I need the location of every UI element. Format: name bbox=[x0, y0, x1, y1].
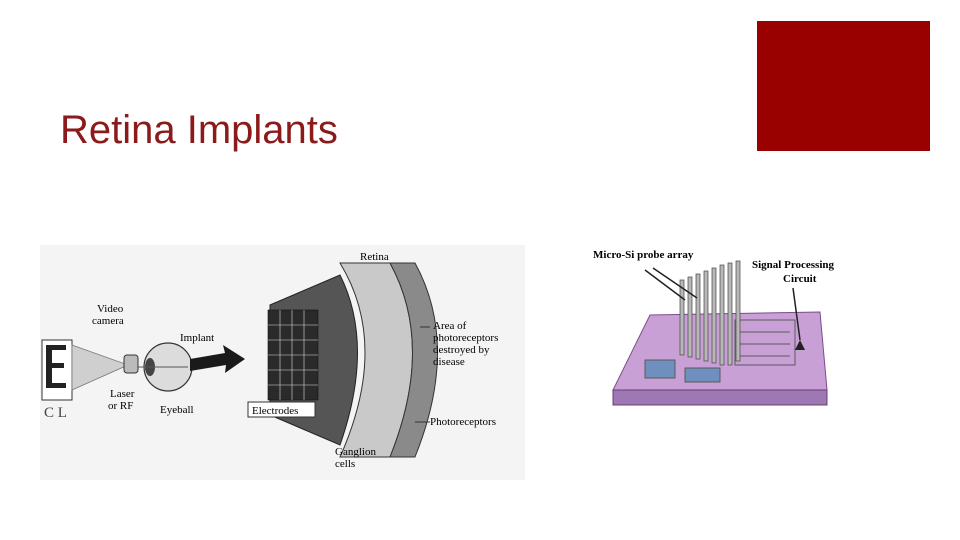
arrow bbox=[190, 345, 245, 373]
label-laser-1: Laser bbox=[110, 388, 135, 400]
label-ganglion-1: Ganglion bbox=[335, 446, 376, 458]
probe-array-diagram: Micro-Si probe array Signal Processing C… bbox=[593, 249, 835, 406]
label-signal-2: Circuit bbox=[783, 273, 817, 285]
label-video-1: Video bbox=[97, 303, 124, 315]
accent-block bbox=[757, 21, 930, 151]
label-area-3: destroyed by bbox=[433, 344, 490, 356]
label-video-2: camera bbox=[92, 315, 124, 327]
label-area-4: disease bbox=[433, 356, 465, 368]
label-implant: Implant bbox=[180, 332, 214, 344]
label-electrodes: Electrodes bbox=[252, 405, 298, 417]
eye-chart: C L bbox=[41, 339, 73, 421]
label-retina: Retina bbox=[360, 251, 389, 263]
retina-implant-diagram: C L Retina Video camera Implant Laser or… bbox=[40, 245, 525, 480]
label-area-1: Area of bbox=[433, 320, 467, 332]
label-probe-array: Micro-Si probe array bbox=[593, 249, 694, 261]
label-eyeball: Eyeball bbox=[160, 404, 194, 416]
electrode-grid bbox=[267, 309, 319, 401]
video-camera bbox=[123, 354, 139, 374]
label-ganglion-2: cells bbox=[335, 458, 355, 470]
chart-letters: C L bbox=[44, 405, 67, 421]
label-photoreceptors: Photoreceptors bbox=[430, 416, 496, 428]
label-signal-1: Signal Processing bbox=[752, 259, 835, 271]
label-laser-2: or RF bbox=[108, 400, 133, 412]
label-area-2: photoreceptors bbox=[433, 332, 498, 344]
probe-needles bbox=[679, 260, 741, 366]
slide-title: Retina Implants bbox=[60, 108, 338, 152]
